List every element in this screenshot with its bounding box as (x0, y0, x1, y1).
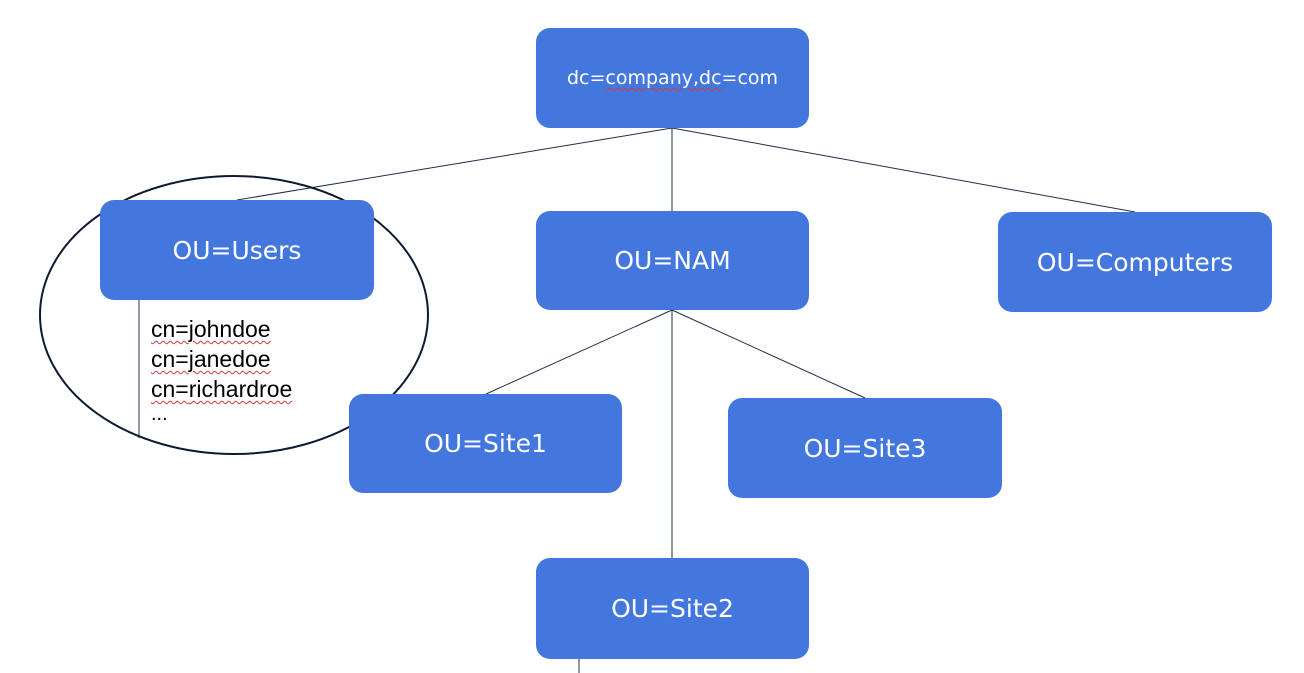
node-ou-nam-label: OU=NAM (614, 246, 731, 275)
node-root-domain[interactable]: dc=company,dc=com (536, 28, 809, 128)
user-entry-more: ... (151, 403, 168, 425)
connector-root-to-computers (671, 127, 1136, 213)
connector-nam-to-site1 (485, 309, 673, 395)
connector-nam-to-site3 (671, 309, 866, 399)
node-ou-computers-label: OU=Computers (1036, 247, 1234, 277)
node-root-label: dc=company,dc=com (566, 67, 779, 89)
node-ou-site2[interactable]: OU=Site2 (536, 558, 809, 659)
node-ou-site2-label: OU=Site2 (611, 594, 734, 623)
node-ou-users-label: OU=Users (172, 235, 302, 265)
user-entry: cn=janedoe (151, 346, 271, 372)
user-entry-list: cn=johndoe cn=janedoe cn=richardroe ... (151, 314, 292, 424)
node-ou-site1[interactable]: OU=Site1 (349, 394, 622, 493)
node-ou-site3-label: OU=Site3 (803, 433, 927, 463)
user-entry: cn=richardroe (151, 376, 293, 402)
connector-root-to-users (236, 127, 673, 201)
node-ou-site1-label: OU=Site1 (424, 429, 547, 458)
node-ou-users[interactable]: OU=Users (100, 200, 374, 300)
node-ou-nam[interactable]: OU=NAM (536, 211, 809, 310)
user-entry: cn=johndoe (151, 316, 271, 342)
users-highlight-circle (39, 175, 429, 455)
node-ou-computers[interactable]: OU=Computers (998, 212, 1272, 312)
node-ou-site3[interactable]: OU=Site3 (728, 398, 1002, 498)
